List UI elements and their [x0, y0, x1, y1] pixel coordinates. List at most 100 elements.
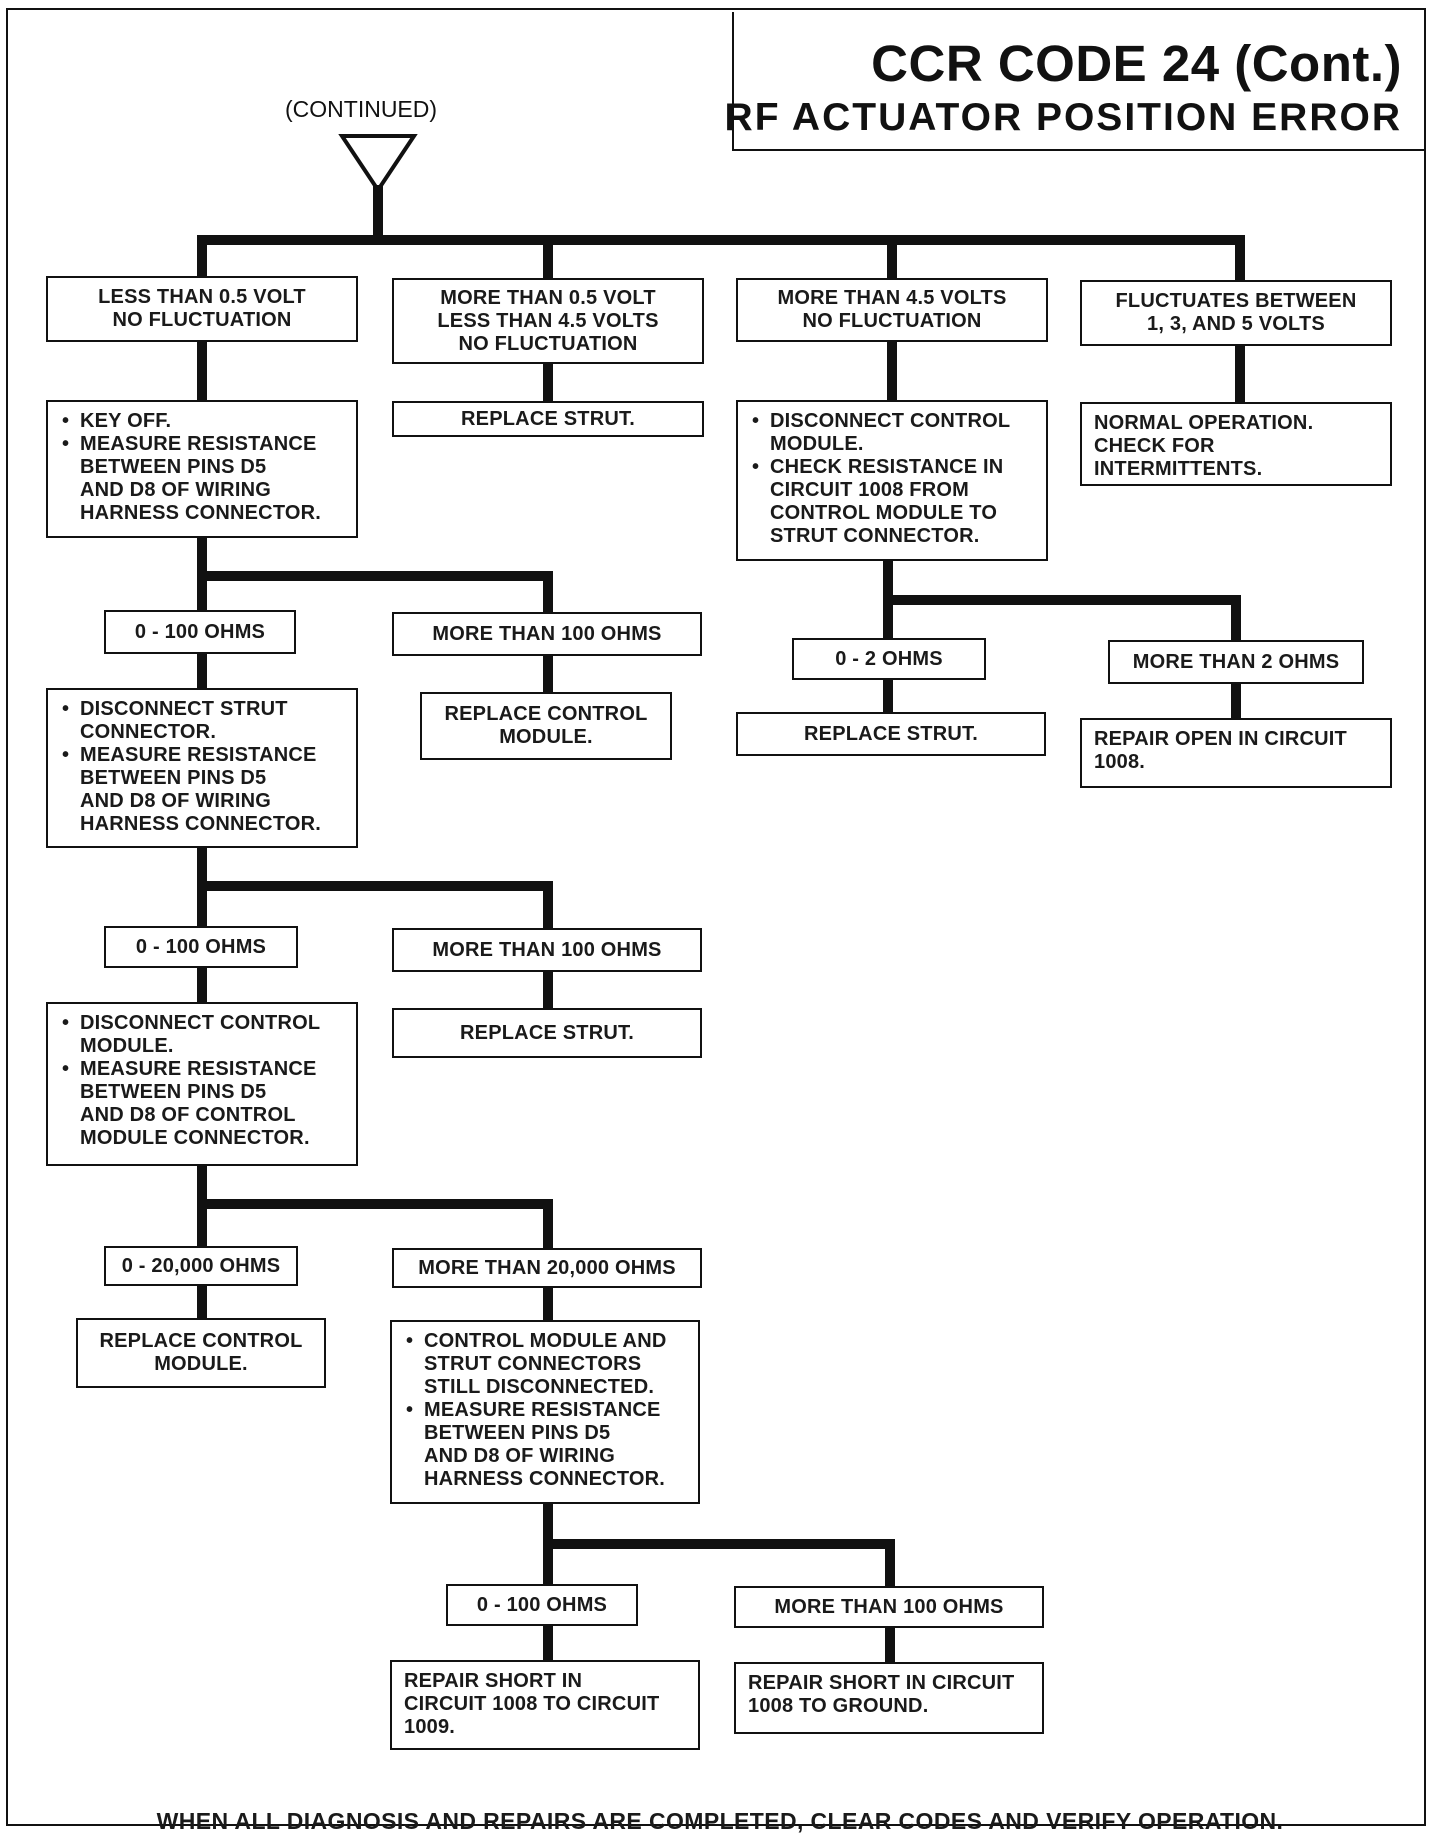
- box-text-line: CHECK FOR: [1094, 435, 1215, 457]
- box-text-line: NO FLUCTUATION: [802, 310, 982, 332]
- result-replace-strut-1: REPLACE STRUT.: [392, 401, 704, 437]
- page-subtitle: RF ACTUATOR POSITION ERROR: [724, 96, 1402, 139]
- box-text-line: 1009.: [404, 1716, 456, 1738]
- page-title: CCR CODE 24 (Cont.): [871, 35, 1402, 92]
- box-text-line: DISCONNECT STRUT: [60, 698, 346, 721]
- footer-instruction: WHEN ALL DIAGNOSIS AND REPAIRS ARE COMPL…: [156, 1808, 1284, 1834]
- result-replace-strut-2: REPLACE STRUT.: [736, 712, 1046, 756]
- box-text-line: MEASURE RESISTANCE: [404, 1399, 688, 1422]
- box-text-line: 0 - 100 OHMS: [476, 1593, 608, 1616]
- box-text-line: 1, 3, AND 5 VOLTS: [1147, 313, 1325, 335]
- box-text-line: REPAIR SHORT IN: [404, 1670, 583, 1692]
- box-text-line: REPLACE CONTROL: [444, 703, 648, 725]
- result-replace-strut-3: REPLACE STRUT.: [392, 1008, 702, 1058]
- box-text-line: MORE THAN 100 OHMS: [432, 622, 662, 645]
- box-text-line: AND D8 OF WIRING: [80, 479, 271, 501]
- box-text-line: MORE THAN 100 OHMS: [432, 938, 662, 961]
- box-text-line: CIRCUIT 1008 FROM: [770, 479, 969, 501]
- box-text-line: 0 - 2 OHMS: [835, 647, 943, 670]
- box-text-line: MEASURE RESISTANCE: [60, 433, 346, 456]
- box-text-line: REPAIR SHORT IN CIRCUIT: [748, 1672, 1015, 1694]
- page-frame: [6, 8, 1426, 1826]
- box-text-line: HARNESS CONNECTOR.: [80, 813, 322, 835]
- reading-more-than-100-ohms-1: MORE THAN 100 OHMS: [392, 612, 702, 656]
- box-text-line: NO FLUCTUATION: [458, 332, 638, 355]
- box-text-line: MORE THAN 2 OHMS: [1132, 650, 1340, 673]
- box-text-line: MEASURE RESISTANCE: [60, 1058, 346, 1081]
- box-text-line: MORE THAN 0.5 VOLT: [440, 286, 656, 309]
- box-text-line: AND D8 OF WIRING: [424, 1445, 615, 1467]
- continued-label: (CONTINUED): [285, 96, 438, 122]
- reading-more-than-20000-ohms: MORE THAN 20,000 OHMS: [392, 1248, 702, 1288]
- box-text-line: CONTROL MODULE TO: [770, 502, 998, 524]
- box-text-line: CONNECTOR.: [80, 721, 217, 743]
- reading-more-than-2-ohms: MORE THAN 2 OHMS: [1108, 640, 1364, 684]
- box-text-line: DISCONNECT CONTROL: [60, 1012, 346, 1035]
- box-text-line: NO FLUCTUATION: [112, 309, 292, 331]
- box-text-line: REPLACE STRUT.: [460, 1021, 634, 1044]
- box-text-line: REPLACE STRUT.: [804, 722, 978, 745]
- box-text-line: MODULE.: [154, 1353, 248, 1375]
- box-text-line: MODULE CONNECTOR.: [80, 1127, 310, 1149]
- box-text-line: MODULE.: [80, 1035, 174, 1057]
- box-text-line: REPAIR OPEN IN CIRCUIT: [1094, 728, 1347, 750]
- box-text-line: HARNESS CONNECTOR.: [424, 1468, 666, 1490]
- box-text-line: REPLACE STRUT.: [461, 407, 635, 430]
- reading-0-100-ohms-2: 0 - 100 OHMS: [104, 926, 298, 968]
- box-text-line: MORE THAN 20,000 OHMS: [418, 1256, 676, 1279]
- box-text-line: NORMAL OPERATION.: [1094, 412, 1314, 434]
- box-text-line: AND D8 OF CONTROL: [80, 1104, 296, 1126]
- continuation-marker: [338, 134, 418, 194]
- box-text-line: STILL DISCONNECTED.: [424, 1376, 655, 1398]
- box-text-line: MEASURE RESISTANCE: [60, 744, 346, 767]
- box-text-line: BETWEEN PINS D5: [80, 1081, 267, 1103]
- reading-0-100-ohms-1: 0 - 100 OHMS: [104, 610, 296, 654]
- reading-more-than-100-ohms-3: MORE THAN 100 OHMS: [734, 1586, 1044, 1628]
- box-text-line: 0 - 100 OHMS: [135, 935, 267, 958]
- box-text-line: HARNESS CONNECTOR.: [80, 502, 322, 524]
- reading-0-20000-ohms: 0 - 20,000 OHMS: [104, 1246, 298, 1286]
- box-text-line: CHECK RESISTANCE IN: [750, 456, 1036, 479]
- box-text-line: AND D8 OF WIRING: [80, 790, 271, 812]
- box-text-line: 1008.: [1094, 751, 1146, 773]
- box-text-line: REPLACE CONTROL: [99, 1330, 303, 1352]
- box-text-line: LESS THAN 4.5 VOLTS: [437, 309, 659, 332]
- box-text-line: MORE THAN 100 OHMS: [774, 1595, 1004, 1618]
- box-text-line: CONTROL MODULE AND: [404, 1330, 688, 1353]
- box-text-line: CIRCUIT 1008 TO CIRCUIT: [404, 1693, 660, 1715]
- box-text-line: LESS THAN 0.5 VOLT: [98, 286, 306, 308]
- reading-0-2-ohms: 0 - 2 OHMS: [792, 638, 986, 680]
- box-text-line: 1008 TO GROUND.: [748, 1695, 929, 1717]
- box-text-line: 0 - 20,000 OHMS: [121, 1254, 281, 1277]
- box-text-line: STRUT CONNECTORS: [424, 1353, 642, 1375]
- box-text-line: INTERMITTENTS.: [1094, 458, 1263, 480]
- box-text-line: BETWEEN PINS D5: [80, 456, 267, 478]
- box-text-line: MORE THAN 4.5 VOLTS: [777, 287, 1007, 309]
- box-text-line: KEY OFF.: [60, 410, 346, 433]
- title-block: CCR CODE 24 (Cont.) RF ACTUATOR POSITION…: [725, 12, 1424, 151]
- box-text-line: MODULE.: [499, 726, 593, 748]
- box-text-line: FLUCTUATES BETWEEN: [1115, 290, 1357, 312]
- box-text-line: 0 - 100 OHMS: [134, 620, 266, 643]
- box-text-line: STRUT CONNECTOR.: [770, 525, 980, 547]
- box-text-line: BETWEEN PINS D5: [424, 1422, 611, 1444]
- box-text-line: MODULE.: [770, 433, 864, 455]
- reading-more-than-100-ohms-2: MORE THAN 100 OHMS: [392, 928, 702, 972]
- box-text-line: BETWEEN PINS D5: [80, 767, 267, 789]
- reading-0-100-ohms-3: 0 - 100 OHMS: [446, 1584, 638, 1626]
